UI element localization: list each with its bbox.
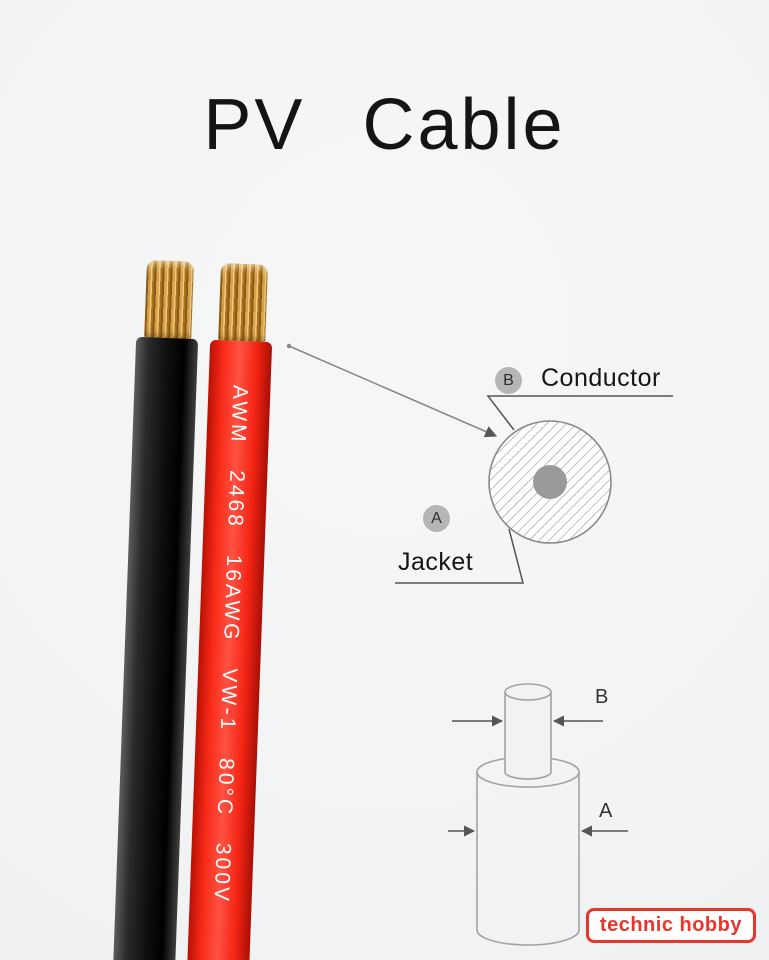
cable-print-text: AWM 2468 16AWG VW-1 80°C 300V [209,384,252,905]
red-cable-jacket: AWM 2468 16AWG VW-1 80°C 300V [184,339,273,960]
brand-logo: technic hobby [585,908,756,943]
dimension-a-label: A [599,800,613,822]
conductor-label: Conductor [541,364,661,392]
page-title: PV Cable [203,85,566,165]
dimension-b-label: B [595,686,609,708]
conductor-label-leader [486,395,673,431]
jacket-label: Jacket [398,548,474,576]
black-cable [110,260,201,960]
red-cable-copper-strands [217,263,268,342]
cylinder-diagram [476,683,580,946]
black-cable-jacket [110,336,199,960]
red-cable: AWM 2468 16AWG VW-1 80°C 300V [184,263,275,960]
cross-section-conductor-core [533,465,567,499]
leader-arrow-cable-to-cross-section [286,343,498,438]
badge-b: B [495,367,522,394]
black-cable-copper-strands [143,260,194,339]
brand-logo-text: technic hobby [599,914,742,936]
badge-a: A [423,505,450,532]
